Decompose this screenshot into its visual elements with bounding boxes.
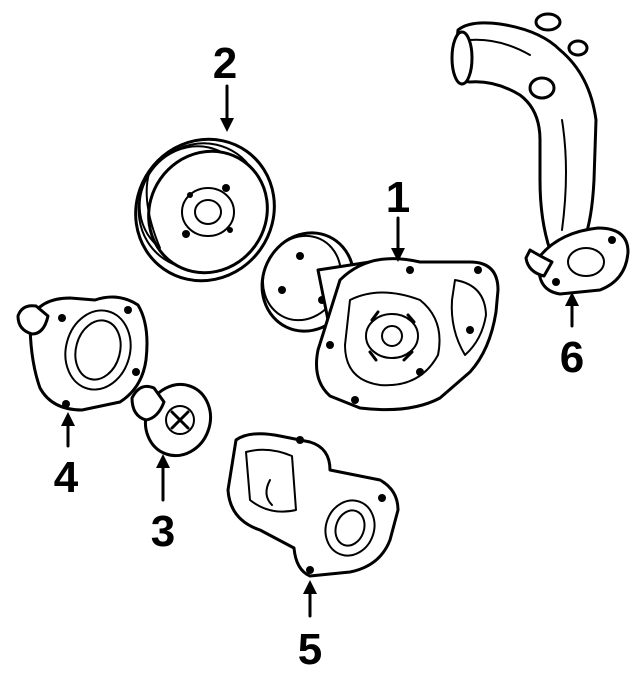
- leader-arrow-4: [61, 412, 75, 448]
- callout-number-6: 6: [560, 333, 584, 382]
- callout-number-1: 1: [386, 173, 410, 222]
- thermostat-housing-part[interactable]: [16, 295, 149, 412]
- callout-number-5: 5: [298, 625, 322, 674]
- leader-arrow-6: [565, 292, 579, 328]
- callout-number-2: 2: [213, 39, 237, 88]
- coolant-pipe-part[interactable]: [450, 12, 630, 296]
- leader-arrow-2: [220, 84, 234, 132]
- leader-arrow-1: [391, 216, 405, 262]
- callout-number-4: 4: [54, 453, 79, 502]
- water-outlet-housing-part[interactable]: [226, 432, 400, 578]
- water-pump-part[interactable]: [246, 218, 500, 412]
- leader-arrow-3: [156, 454, 170, 502]
- thermostat-part[interactable]: [130, 375, 220, 465]
- callout-number-3: 3: [151, 507, 175, 556]
- leader-arrow-5: [303, 580, 317, 618]
- pulley-part[interactable]: [108, 112, 302, 308]
